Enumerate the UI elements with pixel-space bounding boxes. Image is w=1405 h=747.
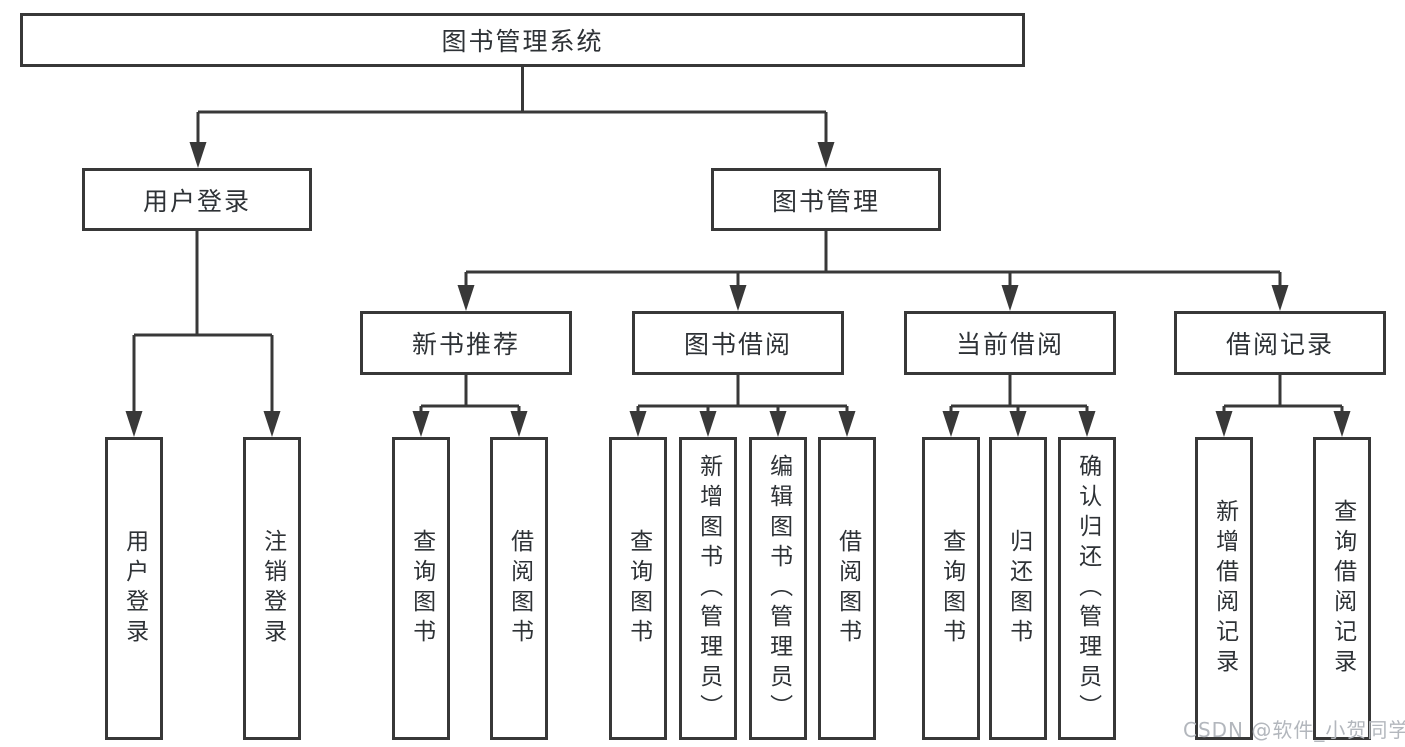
node-new-book-recommend-label: 新书推荐 (411, 330, 520, 359)
connector-currentborrow-to-children (949, 375, 1089, 417)
connector-root-to-level2 (196, 67, 828, 148)
leaf-return-books-label: 归还图书 (1005, 528, 1032, 649)
arrowhead (1215, 411, 1233, 437)
node-book-management-label: 图书管理 (771, 186, 880, 216)
leaf-return-books: 归还图书 (989, 437, 1047, 740)
leaf-confirm-return-admin-label: 确认归还（管理员） (1074, 453, 1101, 724)
connector-newbook-to-children (419, 375, 521, 417)
node-current-borrow: 当前借阅 (904, 311, 1116, 375)
arrowhead (1271, 285, 1289, 311)
leaf-add-books-admin-label: 新增图书（管理员） (695, 453, 722, 724)
node-borrow-records: 借阅记录 (1174, 311, 1386, 375)
arrowhead (1001, 285, 1019, 311)
leaf-add-books-admin: 新增图书（管理员） (679, 437, 737, 740)
arrowhead (263, 411, 281, 437)
node-root: 图书管理系统 (20, 13, 1025, 67)
arrowhead (1009, 411, 1027, 437)
leaf-add-borrow-record: 新增借阅记录 (1195, 437, 1253, 740)
arrowhead (1333, 411, 1351, 437)
arrowhead (769, 411, 787, 437)
connector-userlogin-to-children (132, 231, 274, 417)
connector-bookmgmt-to-level3 (464, 231, 1282, 291)
node-user-login: 用户登录 (82, 168, 312, 231)
leaf-query-books-borrow: 查询图书 (609, 437, 667, 740)
node-user-login-label: 用户登录 (142, 186, 251, 216)
leaf-borrow-books-recommend-label: 借阅图书 (506, 528, 533, 649)
arrowhead (1078, 411, 1096, 437)
leaf-add-borrow-record-label: 新增借阅记录 (1211, 498, 1238, 679)
leaf-confirm-return-admin: 确认归还（管理员） (1058, 437, 1116, 740)
connector-borrowrecords-to-children (1222, 375, 1344, 417)
leaf-query-books-recommend: 查询图书 (392, 437, 450, 740)
node-book-management: 图书管理 (711, 168, 941, 231)
watermark: CSDN @软件_小贺同学 (1183, 718, 1405, 742)
node-borrow-records-label: 借阅记录 (1225, 330, 1334, 359)
leaf-edit-books-admin: 编辑图书（管理员） (749, 437, 807, 740)
arrowhead (510, 411, 528, 437)
leaf-query-books-borrow-label: 查询图书 (625, 528, 652, 649)
arrowhead (412, 411, 430, 437)
leaf-user-login: 用户登录 (105, 437, 163, 740)
leaf-query-borrow-record-label: 查询借阅记录 (1329, 498, 1356, 679)
arrowhead (817, 142, 835, 168)
arrowhead (699, 411, 717, 437)
arrowhead (457, 285, 475, 311)
leaf-query-books-recommend-label: 查询图书 (408, 528, 435, 649)
leaf-query-borrow-record: 查询借阅记录 (1313, 437, 1371, 740)
arrowhead (942, 411, 960, 437)
leaf-logout-label: 注销登录 (259, 528, 286, 649)
leaf-logout: 注销登录 (243, 437, 301, 740)
arrowhead (629, 411, 647, 437)
connector-bookborrow-to-children (636, 375, 849, 417)
leaf-edit-books-admin-label: 编辑图书（管理员） (765, 453, 792, 724)
arrowhead (189, 142, 207, 168)
node-root-label: 图书管理系统 (441, 27, 604, 56)
leaf-query-books-current: 查询图书 (922, 437, 980, 740)
arrowhead (838, 411, 856, 437)
leaf-user-login-label: 用户登录 (121, 528, 148, 649)
arrowhead (125, 411, 143, 437)
arrowhead (729, 285, 747, 311)
node-book-borrow-label: 图书借阅 (683, 330, 792, 359)
node-book-borrow: 图书借阅 (632, 311, 844, 375)
leaf-borrow-books-recommend: 借阅图书 (490, 437, 548, 740)
leaf-borrow-books: 借阅图书 (818, 437, 876, 740)
leaf-query-books-current-label: 查询图书 (938, 528, 965, 649)
leaf-borrow-books-label: 借阅图书 (834, 528, 861, 649)
node-current-borrow-label: 当前借阅 (955, 330, 1064, 359)
node-new-book-recommend: 新书推荐 (360, 311, 572, 375)
